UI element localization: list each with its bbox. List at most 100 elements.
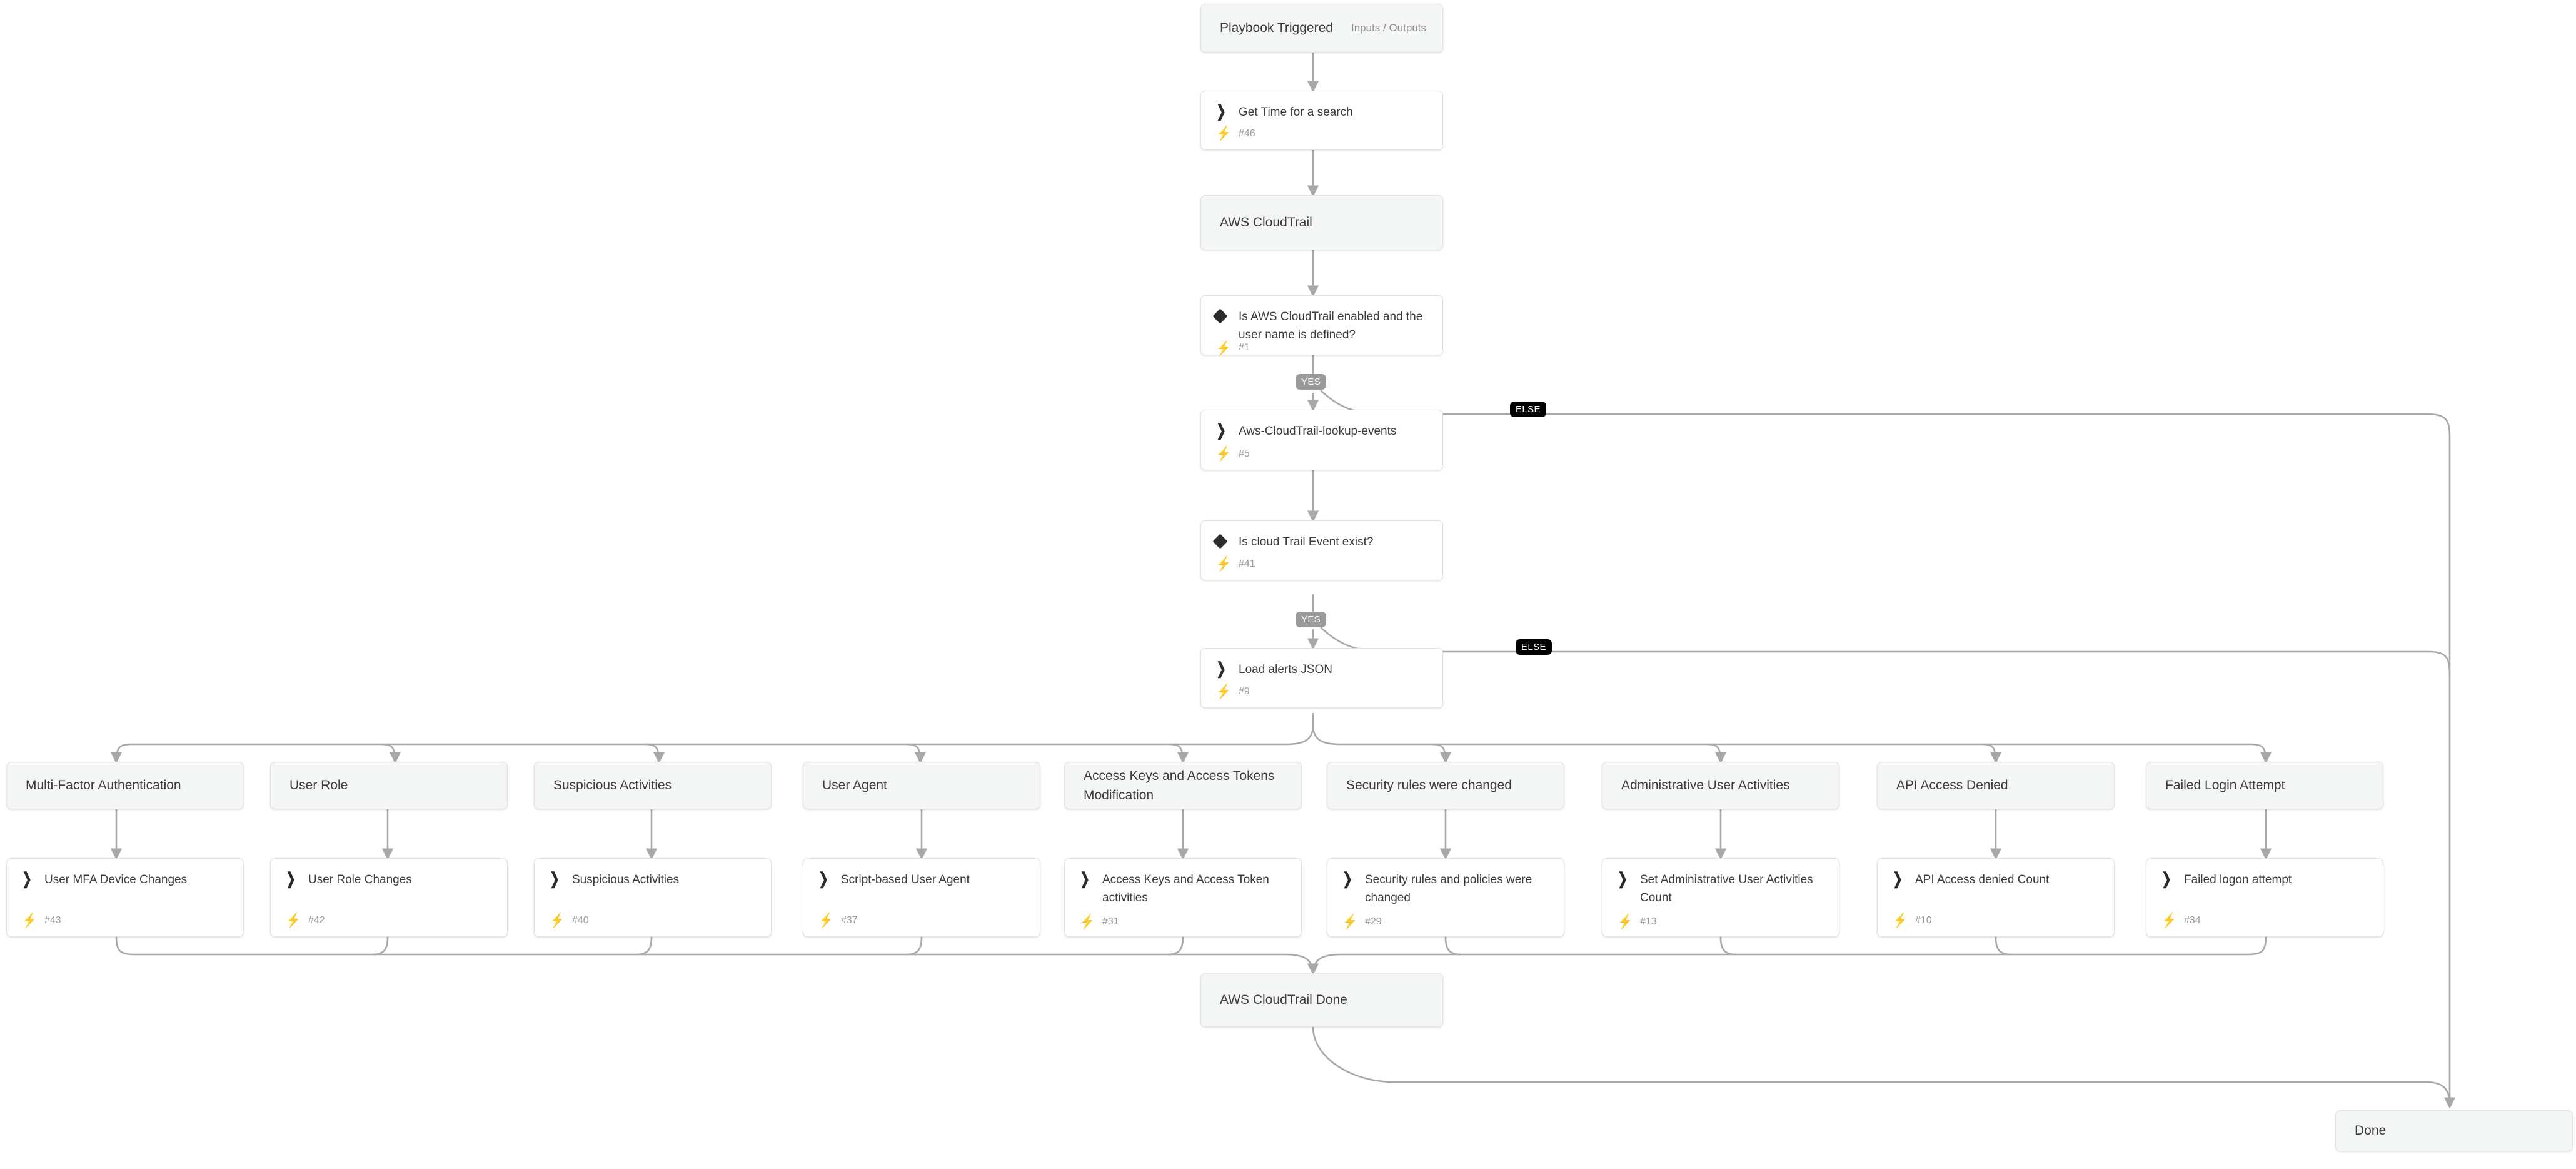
node-title: User Role xyxy=(289,778,348,793)
node-done[interactable]: Done xyxy=(2335,1110,2573,1151)
task-id: #5 xyxy=(1239,448,1250,459)
chevron-command-icon: ❯ xyxy=(550,869,560,889)
node-section-user-role[interactable]: User Role xyxy=(270,762,508,809)
node-load-alerts-json[interactable]: ❯ Load alerts JSON ⚡ #9 xyxy=(1200,648,1443,708)
node-aws-cloudtrail-lookup-events[interactable]: ❯ Aws-CloudTrail-lookup-events ⚡ #5 xyxy=(1200,410,1443,470)
chevron-command-icon: ❯ xyxy=(1618,869,1628,889)
node-title: AWS CloudTrail xyxy=(1220,215,1312,230)
task-title: Is AWS CloudTrail enabled and the user n… xyxy=(1239,310,1423,342)
task-header: ❯ API Access denied Count xyxy=(1878,859,2114,889)
node-section-security-rules-were-changed[interactable]: Security rules were changed xyxy=(1327,762,1564,809)
branch-badge-yes-2[interactable]: YES xyxy=(1296,612,1327,627)
node-aws-cloudtrail-done[interactable]: AWS CloudTrail Done xyxy=(1200,973,1443,1027)
task-footer: ⚡ #34 xyxy=(2146,913,2383,936)
chevron-command-icon: ❯ xyxy=(2161,869,2171,889)
node-task-suspicious-activities[interactable]: ❯ Suspicious Activities ⚡ #40 xyxy=(534,858,772,937)
task-id: #10 xyxy=(1915,914,1932,926)
task-title: Script-based User Agent xyxy=(841,873,970,886)
task-title: Aws-CloudTrail-lookup-events xyxy=(1239,425,1397,438)
task-header: ❯ User Role Changes xyxy=(271,859,507,889)
node-task-api-access-denied-count[interactable]: ❯ API Access denied Count ⚡ #10 xyxy=(1877,858,2115,937)
node-section-failed-login-attempt[interactable]: Failed Login Attempt xyxy=(2146,762,2383,809)
diamond-condition-icon xyxy=(1212,534,1236,549)
task-footer: ⚡ #31 xyxy=(1065,914,1301,936)
node-title: Security rules were changed xyxy=(1346,778,1512,793)
node-title: Playbook Triggered xyxy=(1220,21,1333,36)
task-header: Is cloud Trail Event exist? xyxy=(1201,521,1442,552)
task-title: Suspicious Activities xyxy=(572,873,680,886)
task-footer: ⚡ #43 xyxy=(7,913,243,936)
task-header: ❯ Suspicious Activities xyxy=(535,859,771,889)
branch-badge-else-1[interactable]: ELSE xyxy=(1510,402,1546,417)
task-id: #13 xyxy=(1640,916,1657,927)
chevron-command-icon: ❯ xyxy=(1216,659,1226,679)
task-header: Is AWS CloudTrail enabled and the user n… xyxy=(1201,296,1442,345)
lightning-icon: ⚡ xyxy=(818,912,833,928)
node-section-multi-factor-authentication[interactable]: Multi-Factor Authentication xyxy=(6,762,244,809)
node-section-user-agent[interactable]: User Agent xyxy=(803,762,1040,809)
task-title: Is cloud Trail Event exist? xyxy=(1239,535,1374,549)
branch-badge-else-2[interactable]: ELSE xyxy=(1516,639,1552,655)
task-id: #40 xyxy=(572,914,589,926)
task-title: Set Administrative User Activities Count xyxy=(1640,873,1813,904)
node-get-time-for-a-search[interactable]: ❯ Get Time for a search ⚡ #46 xyxy=(1200,91,1443,150)
node-title: Done xyxy=(2355,1123,2387,1138)
lightning-icon: ⚡ xyxy=(22,912,37,928)
node-task-script-based-user-agent[interactable]: ❯ Script-based User Agent ⚡ #37 xyxy=(803,858,1040,937)
chevron-command-icon: ❯ xyxy=(1893,869,1903,889)
task-footer: ⚡ #9 xyxy=(1201,684,1442,707)
lightning-icon: ⚡ xyxy=(286,912,301,928)
lightning-icon: ⚡ xyxy=(1216,555,1231,572)
branch-badge-yes-1[interactable]: YES xyxy=(1296,374,1327,390)
lightning-icon: ⚡ xyxy=(2161,912,2176,928)
chevron-command-icon: ❯ xyxy=(1080,869,1090,889)
task-header: ❯ Access Keys and Access Token activitie… xyxy=(1065,859,1301,908)
task-id: #37 xyxy=(841,914,858,926)
lightning-icon: ⚡ xyxy=(1342,913,1357,929)
lightning-icon: ⚡ xyxy=(1216,445,1231,462)
lightning-icon: ⚡ xyxy=(1893,912,1908,928)
node-task-access-keys-and-access-token-activities[interactable]: ❯ Access Keys and Access Token activitie… xyxy=(1064,858,1302,937)
chevron-command-icon: ❯ xyxy=(286,869,296,889)
task-id: #41 xyxy=(1239,558,1255,569)
task-header: ❯ Security rules and policies were chang… xyxy=(1327,859,1564,908)
node-title: Multi-Factor Authentication xyxy=(26,778,181,793)
chevron-command-icon: ❯ xyxy=(1216,102,1226,121)
inputs-outputs-label[interactable]: Inputs / Outputs xyxy=(1351,22,1426,34)
task-header: ❯ Script-based User Agent xyxy=(803,859,1040,889)
task-header: ❯ Aws-CloudTrail-lookup-events xyxy=(1201,410,1442,441)
chevron-command-icon: ❯ xyxy=(1342,869,1352,889)
chevron-command-icon: ❯ xyxy=(22,869,32,889)
node-title: Suspicious Activities xyxy=(553,778,672,793)
task-id: #1 xyxy=(1239,342,1250,353)
task-title: Get Time for a search xyxy=(1239,106,1353,119)
task-id: #29 xyxy=(1365,916,1382,927)
node-section-suspicious-activities[interactable]: Suspicious Activities xyxy=(534,762,772,809)
node-is-aws-cloudtrail-enabled[interactable]: Is AWS CloudTrail enabled and the user n… xyxy=(1200,295,1443,355)
task-id: #43 xyxy=(44,914,61,926)
node-section-administrative-user-activities[interactable]: Administrative User Activities xyxy=(1602,762,1839,809)
task-id: #46 xyxy=(1239,128,1255,139)
node-title: API Access Denied xyxy=(1896,778,2008,793)
task-footer: ⚡ #13 xyxy=(1602,914,1839,936)
node-title: User Agent xyxy=(822,778,887,793)
task-title: Failed logon attempt xyxy=(2184,873,2292,886)
node-section-api-access-denied[interactable]: API Access Denied xyxy=(1877,762,2115,809)
lightning-icon: ⚡ xyxy=(1216,125,1231,141)
task-title: Load alerts JSON xyxy=(1239,663,1332,676)
node-task-failed-logon-attempt[interactable]: ❯ Failed logon attempt ⚡ #34 xyxy=(2146,858,2383,937)
lightning-icon: ⚡ xyxy=(1216,339,1231,356)
lightning-icon: ⚡ xyxy=(550,912,565,928)
node-aws-cloudtrail[interactable]: AWS CloudTrail xyxy=(1200,195,1443,250)
task-id: #34 xyxy=(2184,914,2201,926)
node-is-cloudtrail-event-exist[interactable]: Is cloud Trail Event exist? ⚡ #41 xyxy=(1200,520,1443,580)
task-footer: ⚡ #1 xyxy=(1201,339,1442,363)
node-task-security-rules-and-policies-were-changed[interactable]: ❯ Security rules and policies were chang… xyxy=(1327,858,1564,937)
task-title: User Role Changes xyxy=(308,873,412,886)
node-task-user-role-changes[interactable]: ❯ User Role Changes ⚡ #42 xyxy=(270,858,508,937)
node-task-set-administrative-user-activities-count[interactable]: ❯ Set Administrative User Activities Cou… xyxy=(1602,858,1839,937)
node-playbook-triggered[interactable]: Playbook Triggered Inputs / Outputs xyxy=(1200,4,1443,53)
node-task-user-mfa-device-changes[interactable]: ❯ User MFA Device Changes ⚡ #43 xyxy=(6,858,244,937)
node-section-access-keys-and-access-tokens-modification[interactable]: Access Keys and Access Tokens Modificati… xyxy=(1064,762,1302,809)
